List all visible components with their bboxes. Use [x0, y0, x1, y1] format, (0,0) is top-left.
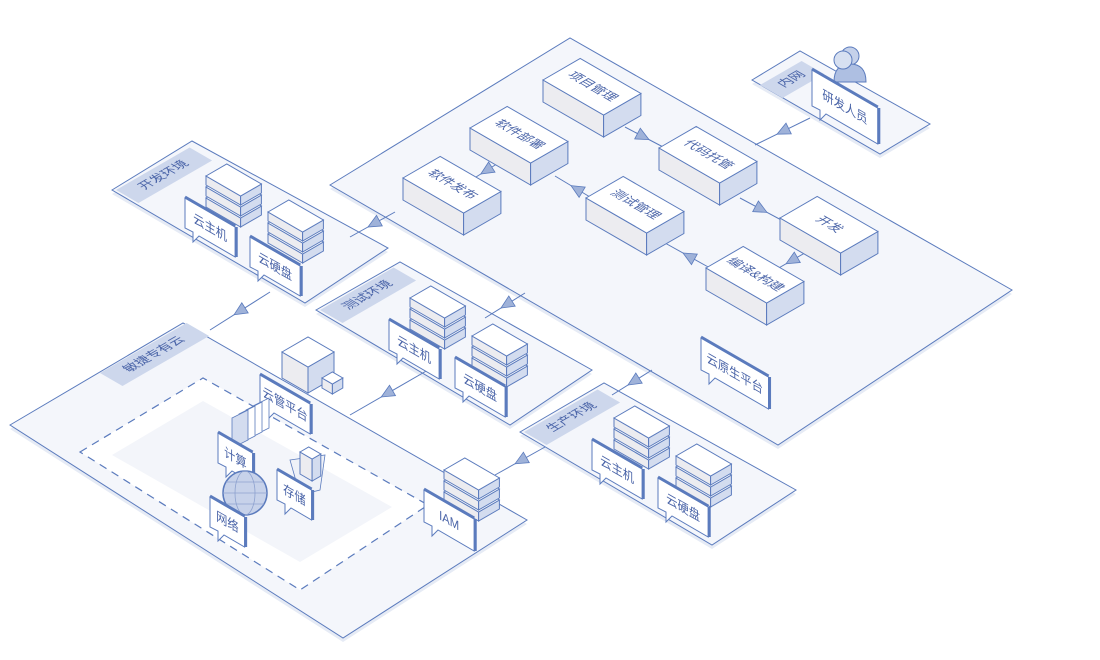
host-server-stack-icon — [205, 163, 263, 228]
storage-block — [298, 446, 322, 482]
arrow-project-code — [624, 126, 666, 149]
disk-stack-icon — [675, 443, 733, 508]
arrow-head-icon — [380, 384, 397, 398]
compute-blades-icon — [231, 397, 270, 449]
arrow-test-private — [349, 369, 429, 416]
arrow-head-icon — [570, 185, 586, 199]
cloud-host-sign[interactable]: 云主机 — [388, 317, 442, 380]
server-slab — [613, 405, 671, 448]
box-build[interactable]: 编译&构建 — [705, 245, 805, 326]
arrow-code-dev — [739, 197, 786, 223]
arrow-platform-dev — [349, 211, 396, 238]
cloud-native-platform — [329, 37, 1013, 449]
server-slab — [675, 443, 733, 486]
dev-env: 开发环境 — [111, 140, 389, 307]
host-server-stack-icon — [613, 405, 671, 470]
arrow-head-icon — [367, 214, 383, 228]
arrow-build-test — [664, 242, 711, 269]
plate-label-strip — [760, 61, 825, 98]
developer-user-icon — [833, 46, 867, 83]
server-slab — [409, 285, 467, 328]
storage-sign[interactable]: 存储 — [276, 467, 315, 521]
arrow-head-icon — [634, 127, 650, 141]
box-develop[interactable]: 开发 — [779, 195, 879, 276]
plate-label-strip — [116, 147, 213, 203]
arrow-platform-prod — [611, 369, 653, 396]
plate-label-strip — [100, 323, 210, 386]
arrow-head-icon — [514, 451, 530, 465]
network-globe-icon — [222, 470, 268, 516]
disk-stack-icon — [471, 323, 529, 388]
arrow-intranet-platform — [754, 117, 811, 146]
arrow-test-deploy — [554, 175, 596, 201]
cube — [280, 336, 336, 394]
plate-label-strip — [524, 389, 621, 445]
box-project-management[interactable]: 项目管理 — [542, 57, 642, 138]
server-slab — [205, 163, 263, 206]
cloud-native-platform-sign[interactable]: 云原生平台 — [700, 335, 772, 410]
server-slab — [471, 323, 529, 366]
cloud-mgmt-cube-icon — [280, 336, 344, 395]
iam-sign[interactable]: IAM — [423, 487, 477, 552]
arrow-head-icon — [233, 302, 249, 316]
arrow-head-icon — [682, 252, 698, 266]
host-server-stack-icon — [409, 285, 467, 350]
box-test-management[interactable]: 测试管理 — [585, 175, 685, 256]
cloud-mgmt-sign[interactable]: 云管平台 — [259, 372, 313, 435]
arrow-head-icon — [500, 295, 516, 309]
server-slab — [443, 457, 501, 500]
box-code-hosting[interactable]: 代码托管 — [658, 125, 758, 206]
plate-label-strip — [320, 267, 417, 323]
arrow-platform-test — [484, 292, 526, 319]
arrow-prod-iam — [494, 446, 546, 476]
small-cube — [320, 371, 344, 395]
network-sign[interactable]: 网络 — [209, 494, 248, 548]
server-slab — [267, 199, 325, 242]
arrow-head-icon — [627, 372, 643, 386]
arrow-head-icon — [479, 161, 496, 175]
iam-server-stack-icon — [443, 457, 501, 522]
arrow-dev-private — [209, 291, 271, 331]
disk-stack-icon — [267, 199, 325, 264]
arrow-head-icon — [785, 251, 801, 265]
arrow-head-icon — [752, 200, 768, 213]
arrow-head-icon — [776, 122, 792, 135]
